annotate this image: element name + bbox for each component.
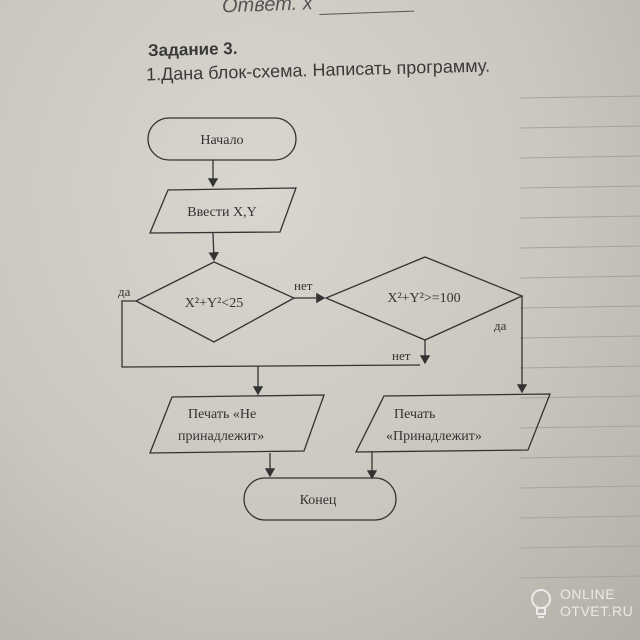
watermark-line2: OTVET.RU [560, 603, 634, 619]
yes1-label: да [118, 284, 131, 299]
no2-label: нет [392, 348, 411, 363]
start-terminal [147, 117, 297, 161]
end-label: Конец [300, 493, 337, 508]
print-not-label-1: Печать «Не [188, 407, 256, 422]
print-in-label-1: Печать [394, 407, 435, 422]
lightbulb-icon [531, 589, 551, 618]
print-in-label-2: «Принадлежит» [386, 429, 482, 444]
edge-yes1 [121, 300, 421, 368]
input-label: Ввести X,Y [187, 205, 256, 220]
no1-label: нет [294, 278, 313, 293]
cond1-label: X²+Y²<25 [185, 296, 243, 311]
start-label: Начало [200, 133, 243, 148]
ruled-lines [520, 95, 640, 579]
print-in-parallelogram [354, 393, 551, 453]
print-not-parallelogram [149, 394, 325, 454]
cond2-label: X²+Y²>=100 [387, 291, 460, 306]
print-not-label-2: принадлежит» [178, 429, 264, 444]
arrow-input-cond1 [208, 232, 219, 262]
watermark-line1: ONLINE [560, 586, 616, 602]
yes2-label: да [494, 318, 507, 333]
input-parallelogram [149, 187, 297, 234]
end-terminal [243, 477, 397, 521]
watermark: ONLINE OTVET.RU [528, 586, 633, 620]
cond1-diamond [134, 261, 296, 343]
